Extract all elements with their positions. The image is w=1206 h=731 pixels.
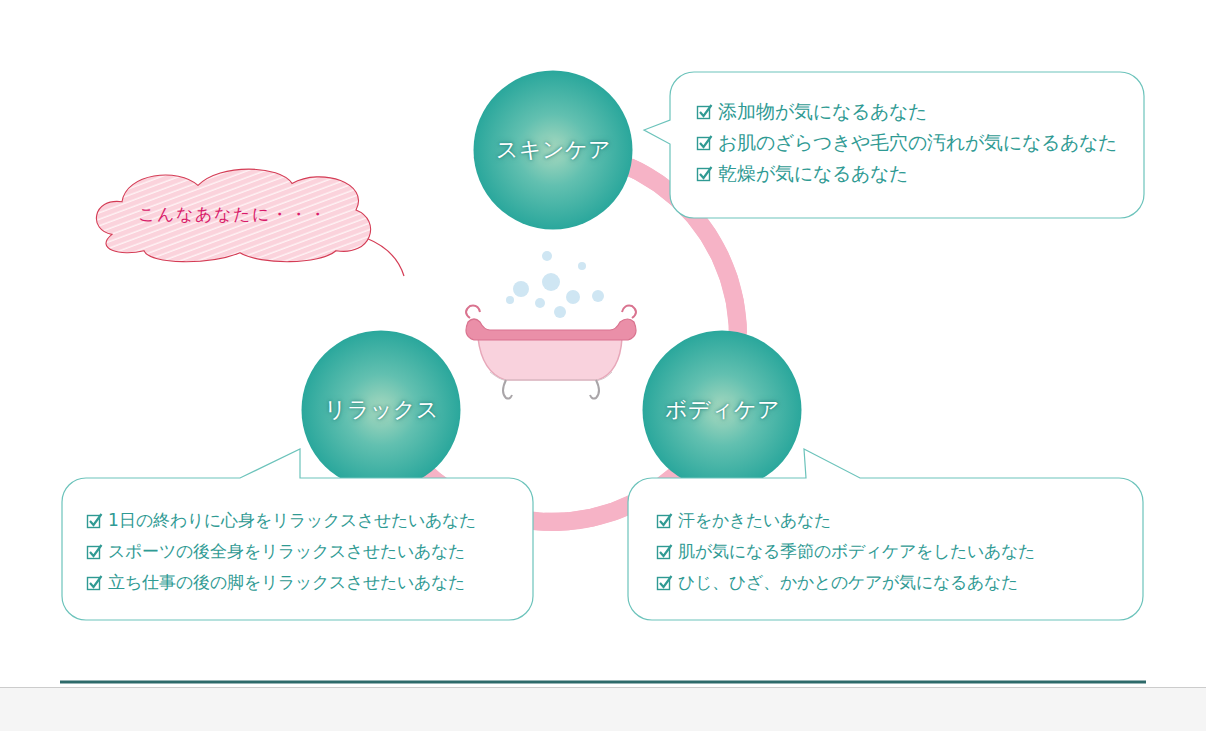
checklist-text: お肌のざらつきや毛穴の汚れが気になるあなた [718, 130, 1117, 156]
circle-label: ボディケア [665, 395, 780, 425]
checkbox-icon [696, 103, 713, 120]
checklist-text: 添加物が気になるあなた [718, 99, 927, 125]
category-circle: リラックス [301, 330, 461, 490]
checklist-item: 汗をかきたいあなた [656, 505, 1143, 536]
checklist-item: スポーツの後全身をリラックスさせたいあなた [86, 536, 533, 567]
checklist-item: お肌のざらつきや毛穴の汚れが気になるあなた [696, 127, 1144, 158]
checklist-item: ひじ、ひざ、かかとのケアが気になるあなた [656, 567, 1143, 598]
checklist-item: 添加物が気になるあなた [696, 96, 1144, 127]
checklist-item: 立ち仕事の後の脚をリラックスさせたいあなた [86, 567, 533, 598]
checklist-callout: 添加物が気になるあなたお肌のざらつきや毛穴の汚れが気になるあなた乾燥が気になるあ… [670, 72, 1144, 218]
checklist-item: 乾燥が気になるあなた [696, 158, 1144, 189]
cloud-label: こんなあなたに・・・ [138, 203, 328, 226]
checkbox-icon [86, 543, 103, 560]
divider-line [60, 681, 1146, 684]
checklist-text: 肌が気になる季節のボディケアをしたいあなた [678, 540, 1035, 563]
circle-label: リラックス [324, 395, 439, 425]
checkbox-icon [656, 512, 673, 529]
checkbox-icon [696, 165, 713, 182]
checkbox-icon [696, 134, 713, 151]
checklist-text: 汗をかきたいあなた [678, 509, 831, 532]
circle-label: スキンケア [496, 135, 611, 165]
checklist-item: 肌が気になる季節のボディケアをしたいあなた [656, 536, 1143, 567]
cloud-tail [366, 238, 404, 276]
bathtub [466, 306, 636, 399]
checklist-text: 立ち仕事の後の脚をリラックスさせたいあなた [108, 571, 465, 594]
footer-band [0, 687, 1206, 731]
checkbox-icon [86, 574, 103, 591]
checkbox-icon [656, 574, 673, 591]
bubbles [506, 251, 604, 318]
footer-border [0, 687, 1206, 688]
checklist-callout: 汗をかきたいあなた肌が気になる季節のボディケアをしたいあなたひじ、ひざ、かかとの… [628, 478, 1143, 620]
checklist-text: 乾燥が気になるあなた [718, 161, 908, 187]
category-circle: ボディケア [642, 330, 802, 490]
checklist-text: 1日の終わりに心身をリラックスさせたいあなた [108, 509, 476, 532]
checklist-text: ひじ、ひざ、かかとのケアが気になるあなた [678, 571, 1018, 594]
checkbox-icon [656, 543, 673, 560]
checklist-text: スポーツの後全身をリラックスさせたいあなた [108, 540, 465, 563]
cloud-callout: こんなあなたに・・・ [90, 163, 375, 265]
checklist-item: 1日の終わりに心身をリラックスさせたいあなた [86, 505, 533, 536]
category-circle: スキンケア [473, 70, 633, 230]
checkbox-icon [86, 512, 103, 529]
checklist-callout: 1日の終わりに心身をリラックスさせたいあなたスポーツの後全身をリラックスさせたい… [62, 478, 533, 620]
